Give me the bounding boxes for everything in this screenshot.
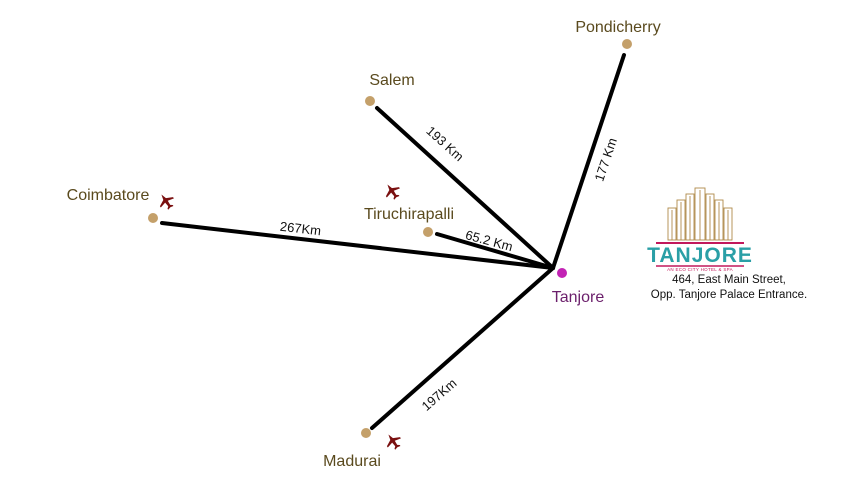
route-coimbatore [160, 221, 555, 270]
route-salem [375, 106, 555, 270]
city-label-tiruchirapalli: Tiruchirapalli [364, 206, 454, 223]
distance-coimbatore: 267Km [279, 219, 322, 239]
city-label-pondicherry: Pondicherry [575, 19, 660, 36]
address-line-2: Opp. Tanjore Palace Entrance. [650, 289, 808, 301]
routes [160, 53, 626, 430]
hub-dot-tanjore [557, 268, 567, 278]
city-dot-salem [365, 96, 375, 106]
plane-icon [159, 194, 174, 210]
route-madurai [370, 266, 555, 430]
city-dot-coimbatore [148, 213, 158, 223]
hotel-address: 464, East Main Street, Opp. Tanjore Pala… [624, 273, 834, 303]
route-pondicherry [551, 53, 626, 270]
plane-icon [386, 434, 401, 450]
route-tiruchirapalli [435, 232, 555, 270]
plane-icon [385, 184, 400, 200]
city-label-coimbatore: Coimbatore [67, 187, 150, 204]
city-dot-madurai [361, 428, 371, 438]
hotel-logo: TANJORE AN ECO CITY HOTEL & SPA [647, 187, 753, 272]
logo-wordmark: TANJORE [647, 244, 753, 267]
city-label-salem: Salem [369, 72, 414, 89]
hub-label-tanjore: Tanjore [552, 289, 605, 306]
address-line-1: 464, East Main Street, [672, 274, 786, 286]
building-icon [667, 187, 733, 241]
logo-tagline: AN ECO CITY HOTEL & SPA [667, 267, 733, 272]
city-label-madurai: Madurai [323, 453, 381, 470]
city-dot-pondicherry [622, 39, 632, 49]
city-dot-tiruchirapalli [423, 227, 433, 237]
